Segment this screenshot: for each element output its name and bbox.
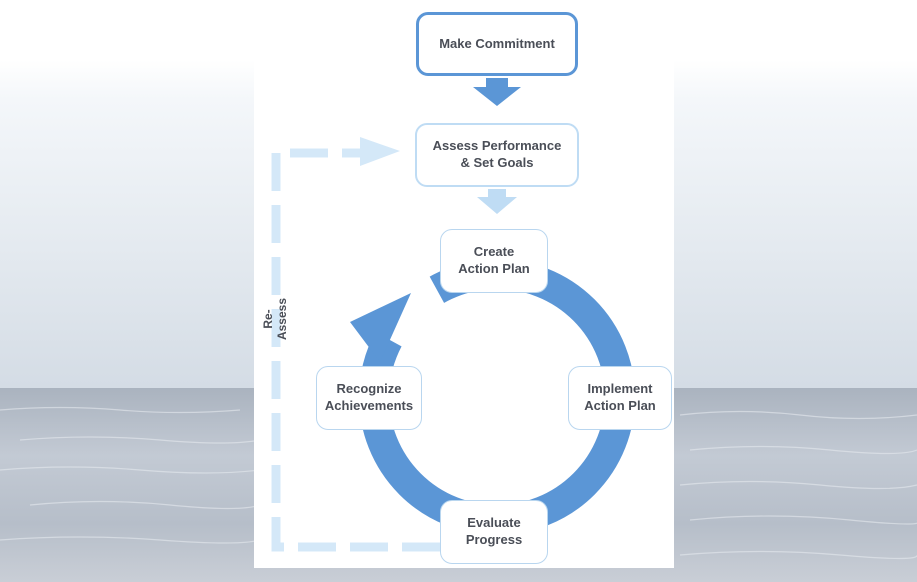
cycle-arrowhead [350,293,411,362]
reassess-loop [271,148,440,552]
assess-performance-node: Assess Performance & Set Goals [415,123,579,187]
create-action-plan-node: Create Action Plan [440,229,548,293]
make-commitment-node: Make Commitment [416,12,578,76]
reassess-arrowhead [360,137,400,166]
commitment-to-assess-arrow [473,78,521,106]
reassess-label: Re-Assess [261,297,289,341]
evaluate-progress-node: Evaluate Progress [440,500,548,564]
assess-to-create-arrow [477,189,517,214]
implement-action-plan-node: Implement Action Plan [568,366,672,430]
recognize-achievements-node: Recognize Achievements [316,366,422,430]
